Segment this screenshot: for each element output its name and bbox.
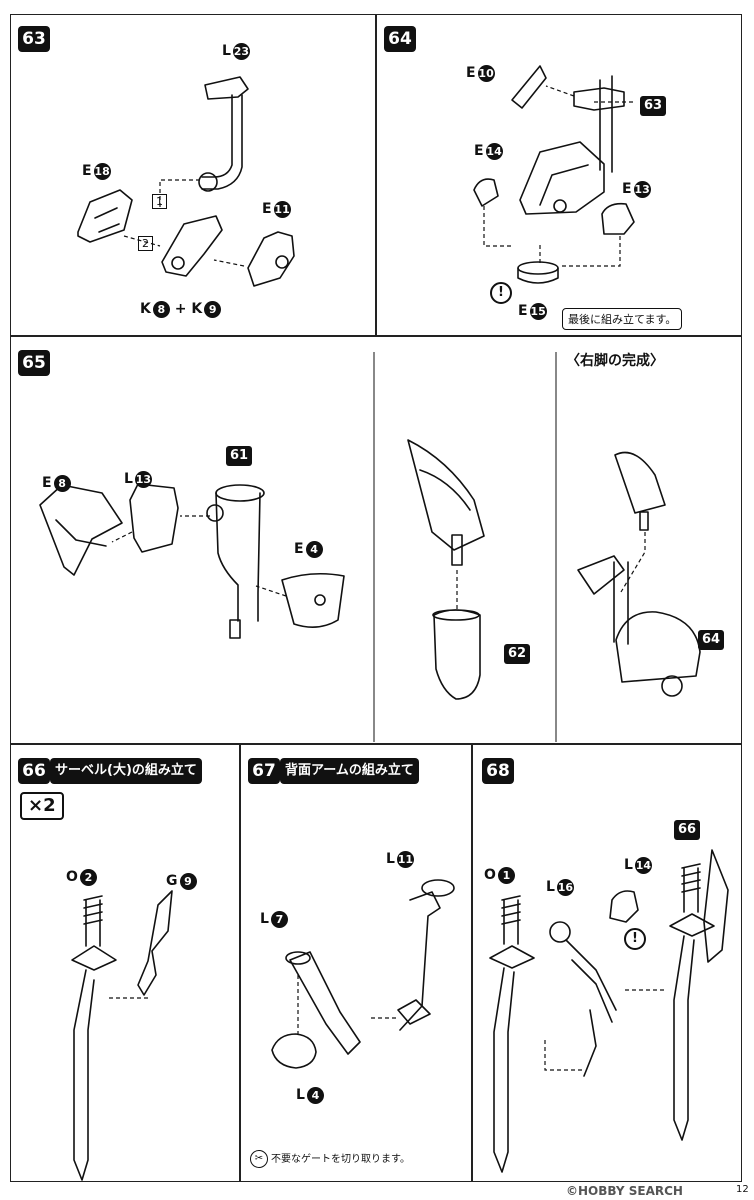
step-number-67: 67 [248, 758, 280, 784]
step-number-68: 68 [482, 758, 514, 784]
step-number-66: 66 [18, 758, 50, 784]
panel-step-66 [10, 744, 240, 1182]
right-leg-complete-caption: 〈右脚の完成〉 [566, 353, 664, 369]
page-number: 12 [736, 1184, 749, 1195]
order-marker-1: 1 [152, 194, 167, 209]
ref-step-63: 63 [640, 96, 667, 116]
order-marker-2: 2 [138, 236, 153, 251]
quantity-multiplier: ×2 [20, 792, 64, 820]
step-number-63: 63 [18, 26, 50, 52]
back-arm-assembly-title: 背面アームの組み立て [280, 758, 419, 784]
panel-step-64 [376, 14, 742, 336]
panel-step-63 [10, 14, 376, 336]
panel-step-68 [472, 744, 742, 1182]
step-number-64: 64 [384, 26, 416, 52]
nipper-icon: ✂ [250, 1150, 268, 1168]
saber-large-assembly-title: サーベル(大)の組み立て [50, 758, 202, 784]
caution-icon: ! [490, 282, 512, 304]
gate-removal-note: ✂不要なゲートを切り取ります。 [250, 1150, 410, 1168]
watermark: ©HOBBY SEARCH [566, 1184, 683, 1198]
ref-step-64: 64 [698, 630, 725, 650]
caution-icon-68: ! [624, 928, 646, 950]
panel-step-65 [10, 336, 742, 744]
ref-step-62: 62 [504, 644, 531, 664]
ref-step-61: 61 [226, 446, 253, 466]
panel-step-67 [240, 744, 472, 1182]
step-number-65: 65 [18, 350, 50, 376]
ref-step-66: 66 [674, 820, 701, 840]
assembly-order-note: 最後に組み立てます。 [562, 308, 683, 330]
